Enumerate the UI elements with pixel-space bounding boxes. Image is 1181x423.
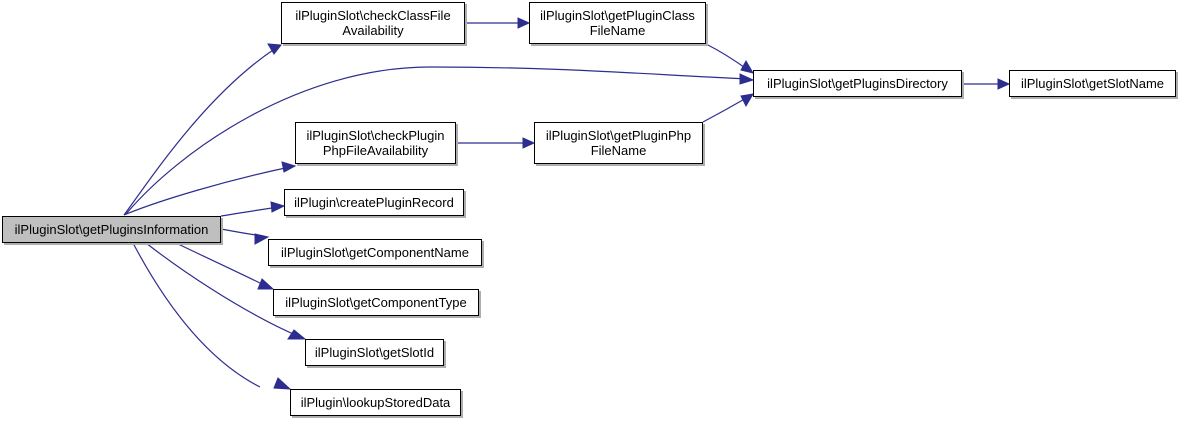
graph-node-label: ilPluginSlot\checkPlugin PhpFileAvailabi… (306, 128, 445, 158)
arrowhead-createPluginRecord (270, 201, 286, 213)
graph-node-label: ilPlugin\lookupStoredData (300, 395, 451, 410)
graph-node-getComponentType[interactable]: ilPluginSlot\getComponentType (273, 289, 479, 316)
arrowhead-getPluginsDirectory (739, 73, 755, 85)
graph-node-getSlotId[interactable]: ilPluginSlot\getSlotId (305, 339, 444, 366)
edge-getPluginPhpFileName-to-getPluginsDirectory (702, 96, 749, 123)
graph-node-createPluginRecord[interactable]: ilPlugin\createPluginRecord (284, 189, 464, 216)
arrowhead-getSlotId (287, 329, 307, 340)
graph-node-getPluginPhpFileName[interactable]: ilPluginSlot\getPluginPhp FileName (534, 122, 703, 164)
arrowhead-getPluginsDirectory (740, 59, 755, 74)
arrowhead-getSlotName (997, 78, 1011, 90)
graph-node-label: ilPluginSlot\getPluginPhp FileName (545, 128, 692, 158)
graph-node-root[interactable]: ilPluginSlot\getPluginsInformation (2, 216, 221, 243)
edge-root-to-getComponentName (220, 228, 264, 237)
arrowhead-getComponentName (254, 233, 270, 245)
edge-getPluginClassFileName-to-getPluginsDirectory (705, 43, 749, 71)
arrowhead-checkClassFileAvailability (267, 43, 282, 55)
graph-node-lookupStoredData[interactable]: ilPlugin\lookupStoredData (290, 389, 461, 416)
arrowhead-getPluginPhpFileName (522, 137, 536, 149)
arrowhead-getComponentType (257, 278, 275, 290)
edge-root-to-getComponentType (175, 242, 269, 288)
arrowhead-checkPluginPhpFileAvailability (281, 161, 297, 173)
graph-node-label: ilPlugin\createPluginRecord (294, 195, 454, 210)
graph-node-label: ilPluginSlot\getPluginClass FileName (540, 8, 695, 38)
graph-node-getPluginClassFileName[interactable]: ilPluginSlot\getPluginClass FileName (529, 2, 706, 44)
graph-node-label: ilPluginSlot\getSlotName (1020, 76, 1165, 91)
graph-node-label: ilPluginSlot\getSlotId (314, 345, 435, 360)
graph-node-getPluginsDirectory[interactable]: ilPluginSlot\getPluginsDirectory (753, 70, 962, 97)
graph-node-label: ilPluginSlot\getComponentType (285, 295, 467, 310)
graph-node-checkClassFileAvailability[interactable]: ilPluginSlot\checkClassFile Availability (281, 2, 465, 44)
edge-root-to-checkClassFileAvailability (123, 47, 277, 216)
edge-root-to-lookupStoredData (132, 242, 261, 388)
edge-root-to-checkPluginPhpFileAvailability (123, 166, 291, 216)
graph-node-getComponentName[interactable]: ilPluginSlot\getComponentName (268, 239, 482, 266)
graph-node-getSlotName[interactable]: ilPluginSlot\getSlotName (1009, 70, 1176, 97)
edge-root-to-createPluginRecord (220, 206, 280, 217)
arrowhead-lookupStoredData (273, 377, 292, 390)
graph-node-label: ilPluginSlot\getPluginsDirectory (767, 76, 948, 91)
graph-node-label: ilPluginSlot\getComponentName (281, 245, 469, 260)
arrowhead-getPluginClassFileName (517, 17, 531, 29)
arrowhead-getPluginsDirectory (740, 93, 754, 108)
graph-node-label: ilPluginSlot\getPluginsInformation (14, 222, 209, 237)
graph-node-checkPluginPhpFileAvailability[interactable]: ilPluginSlot\checkPlugin PhpFileAvailabi… (295, 122, 456, 164)
graph-node-label: ilPluginSlot\checkClassFile Availability (295, 8, 451, 38)
